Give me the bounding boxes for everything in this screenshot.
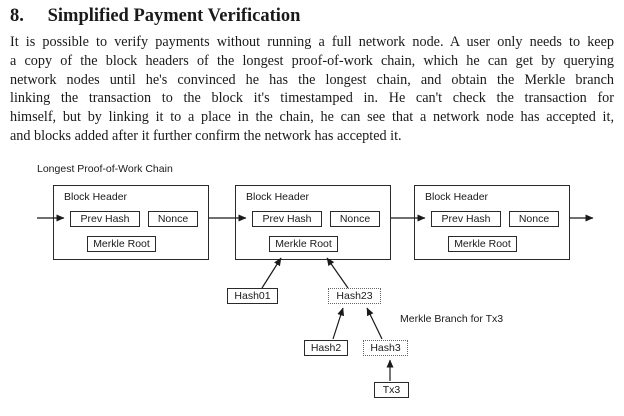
nonce-box: Nonce: [330, 211, 380, 227]
paragraph-line: network nodes until he's convinced he ha…: [10, 71, 614, 88]
merkle-root-box: Merkle Root: [269, 236, 338, 252]
merkle-root-box: Merkle Root: [448, 236, 517, 252]
hash23-box: Hash23: [328, 288, 381, 304]
arrow-hash3-hash23: [366, 307, 383, 340]
block-header-box: Block Header Prev Hash Nonce Merkle Root: [414, 185, 570, 260]
section-number: 8.: [10, 6, 24, 26]
tx3-box: Tx3: [374, 382, 409, 398]
arrow-hash23-merkle: [326, 257, 349, 289]
section-title: Simplified Payment Verification: [47, 6, 301, 26]
paragraph-line: and blocks added after it further confir…: [10, 127, 402, 144]
arrow-hash01-merkle: [261, 257, 282, 289]
hash01-box: Hash01: [227, 288, 278, 304]
arrow-hash2-hash23: [332, 307, 345, 340]
hash3-box: Hash3: [363, 340, 408, 356]
block-header-title: Block Header: [425, 191, 489, 203]
block-header-title: Block Header: [64, 191, 128, 203]
block-header-title: Block Header: [246, 191, 310, 203]
paragraph-line: linking the transaction to the block it'…: [10, 90, 614, 107]
paragraph-line: It is possible to verify payments withou…: [10, 34, 614, 50]
merkle-branch-label: Merkle Branch for Tx3: [400, 313, 504, 325]
nonce-box: Nonce: [148, 211, 198, 227]
nonce-box: Nonce: [509, 211, 559, 227]
hash2-box: Hash2: [304, 340, 348, 356]
prev-hash-box: Prev Hash: [252, 211, 322, 227]
section-heading: 8. Simplified Payment Verification: [10, 6, 300, 27]
paragraph-line: himself, but by linking it to a place in…: [10, 109, 614, 126]
merkle-root-box: Merkle Root: [87, 236, 156, 252]
chain-label: Longest Proof-of-Work Chain: [37, 163, 173, 175]
intro-paragraph: It is possible to verify payments withou…: [10, 33, 614, 146]
block-header-box: Block Header Prev Hash Nonce Merkle Root: [53, 185, 209, 260]
block-header-box: Block Header Prev Hash Nonce Merkle Root: [235, 185, 391, 260]
prev-hash-box: Prev Hash: [70, 211, 140, 227]
paragraph-line: a copy of the block headers of the longe…: [10, 52, 614, 69]
prev-hash-box: Prev Hash: [431, 211, 501, 227]
